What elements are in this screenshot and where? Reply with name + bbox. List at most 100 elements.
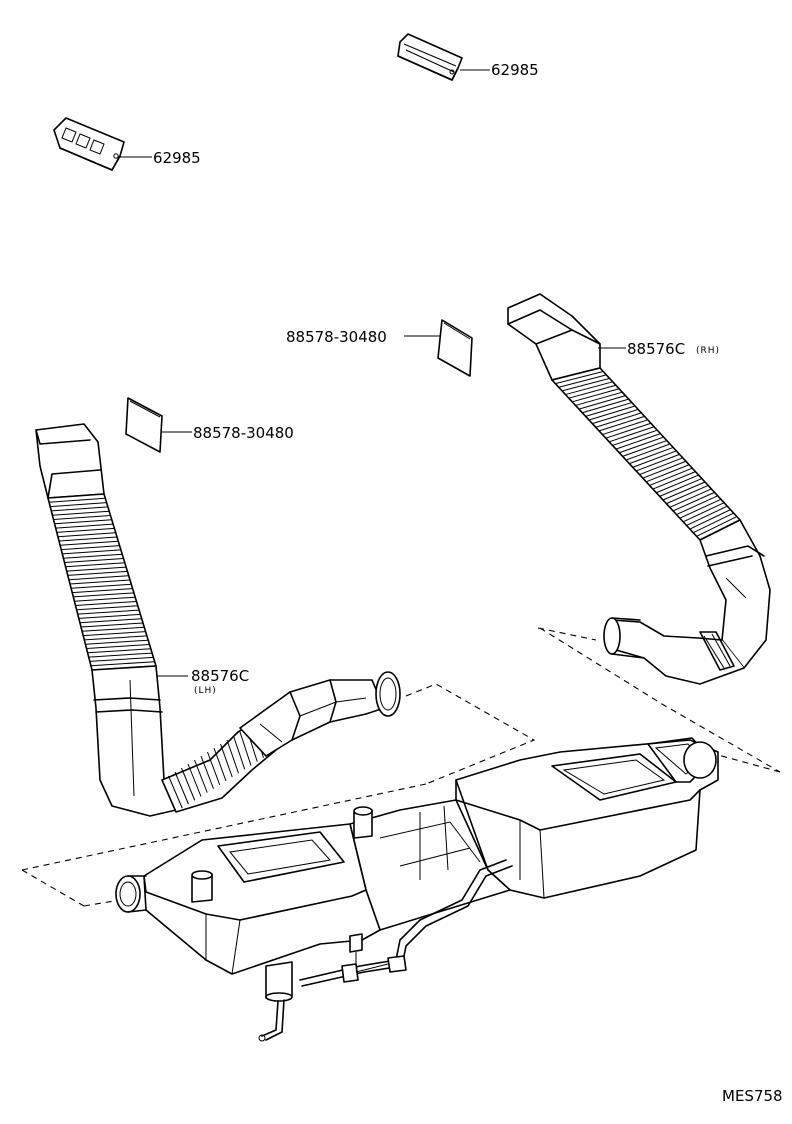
duct-rib (622, 440, 667, 457)
duct-rib (55, 523, 114, 529)
duct-rib (51, 506, 108, 512)
duct-rib (174, 771, 189, 805)
duct-rib (72, 588, 133, 594)
duct-rib (568, 384, 617, 399)
duct-rib (629, 446, 674, 465)
duct-rib (66, 566, 127, 572)
drawing-code: MES758 (722, 1087, 783, 1105)
pad-upper-part[interactable] (437, 319, 473, 377)
duct-rib (676, 495, 718, 516)
duct-rib (86, 644, 150, 649)
duct-rib (639, 457, 683, 476)
duct-rib (71, 583, 132, 589)
duct-rib (50, 502, 107, 508)
duct-rib (213, 747, 227, 782)
label-duct-rh: 88576C (627, 340, 685, 358)
duct-rib (558, 374, 607, 388)
duct-rib (598, 415, 645, 432)
duct-rib (666, 484, 709, 505)
duct-rib (615, 433, 661, 450)
duct-rib (75, 601, 137, 606)
duct-rib (67, 570, 128, 576)
duct-rib (74, 596, 136, 602)
duct-rib (652, 471, 696, 490)
duct-rib (696, 516, 738, 537)
label-duct-lh-side: (LH) (194, 686, 217, 696)
duct-rib (68, 575, 129, 581)
duct-rib (625, 443, 671, 461)
duct-rib (52, 510, 110, 516)
duct-rib (659, 478, 703, 497)
duct-rib (679, 498, 722, 519)
duct-rib (83, 631, 146, 637)
duct-rib (88, 652, 153, 658)
duct-rib (582, 398, 629, 414)
label-pad-lower: 88578-30480 (193, 424, 294, 442)
duct-rib (207, 751, 221, 786)
duct-rib (669, 488, 712, 508)
duct-rib (602, 419, 648, 436)
duct-rib (561, 377, 610, 392)
duct-rib (85, 639, 149, 645)
duct-rib (693, 512, 734, 534)
label-vent-left: 62985 (153, 149, 201, 167)
duct-rib (65, 562, 125, 568)
duct-rib (77, 609, 140, 615)
duct-rib (575, 391, 623, 406)
pad-lower-part[interactable] (125, 397, 163, 453)
duct-rib (53, 515, 111, 520)
duct-rib (682, 502, 725, 523)
duct-rib (90, 661, 155, 667)
duct-rib (82, 626, 145, 632)
duct-rib (635, 453, 680, 472)
duct-rib (632, 450, 677, 468)
duct-rib (187, 763, 202, 797)
duct-rib (642, 460, 687, 479)
duct-rib (572, 388, 620, 403)
duct-rib (58, 536, 118, 542)
duct-rib (200, 755, 214, 789)
duct-rib (57, 532, 116, 538)
duct-rib (64, 558, 124, 563)
duct-rh-part[interactable] (507, 293, 771, 685)
vent-left-part[interactable] (53, 117, 125, 171)
duct-rib (87, 648, 151, 654)
duct-lh-part[interactable] (35, 423, 401, 817)
duct-rib (645, 464, 690, 483)
duct-rib (76, 605, 138, 611)
duct-rib (49, 497, 106, 503)
duct-rib (63, 553, 123, 559)
vent-top-part[interactable] (397, 33, 463, 81)
duct-rib (662, 481, 706, 501)
main-duct-unit[interactable] (115, 737, 719, 1042)
duct-rib (84, 635, 147, 641)
duct-rib (565, 381, 613, 396)
duct-rib (578, 395, 626, 410)
duct-rib (592, 408, 639, 425)
duct-rib (555, 370, 604, 385)
duct-rib (194, 759, 208, 793)
duct-rib (62, 549, 121, 555)
duct-rib (239, 731, 252, 766)
duct-rib (220, 743, 233, 778)
duct-rib (686, 505, 728, 526)
label-duct-lh: 88576C (191, 667, 249, 685)
duct-rib (612, 429, 658, 446)
duct-rib (595, 412, 642, 428)
duct-rib (54, 519, 112, 525)
duct-rib (619, 436, 664, 454)
duct-rib (226, 739, 239, 774)
duct-rib (689, 509, 731, 530)
duct-rib (73, 592, 134, 598)
duct-rib (79, 618, 142, 624)
duct-rib (585, 402, 632, 417)
duct-rib (60, 540, 119, 546)
duct-rib (89, 656, 154, 662)
duct-rib (181, 767, 196, 801)
duct-rib (605, 422, 652, 439)
duct-rib (588, 405, 636, 421)
duct-rib (609, 426, 655, 443)
label-vent-top: 62985 (491, 61, 539, 79)
duct-rib (56, 527, 115, 533)
